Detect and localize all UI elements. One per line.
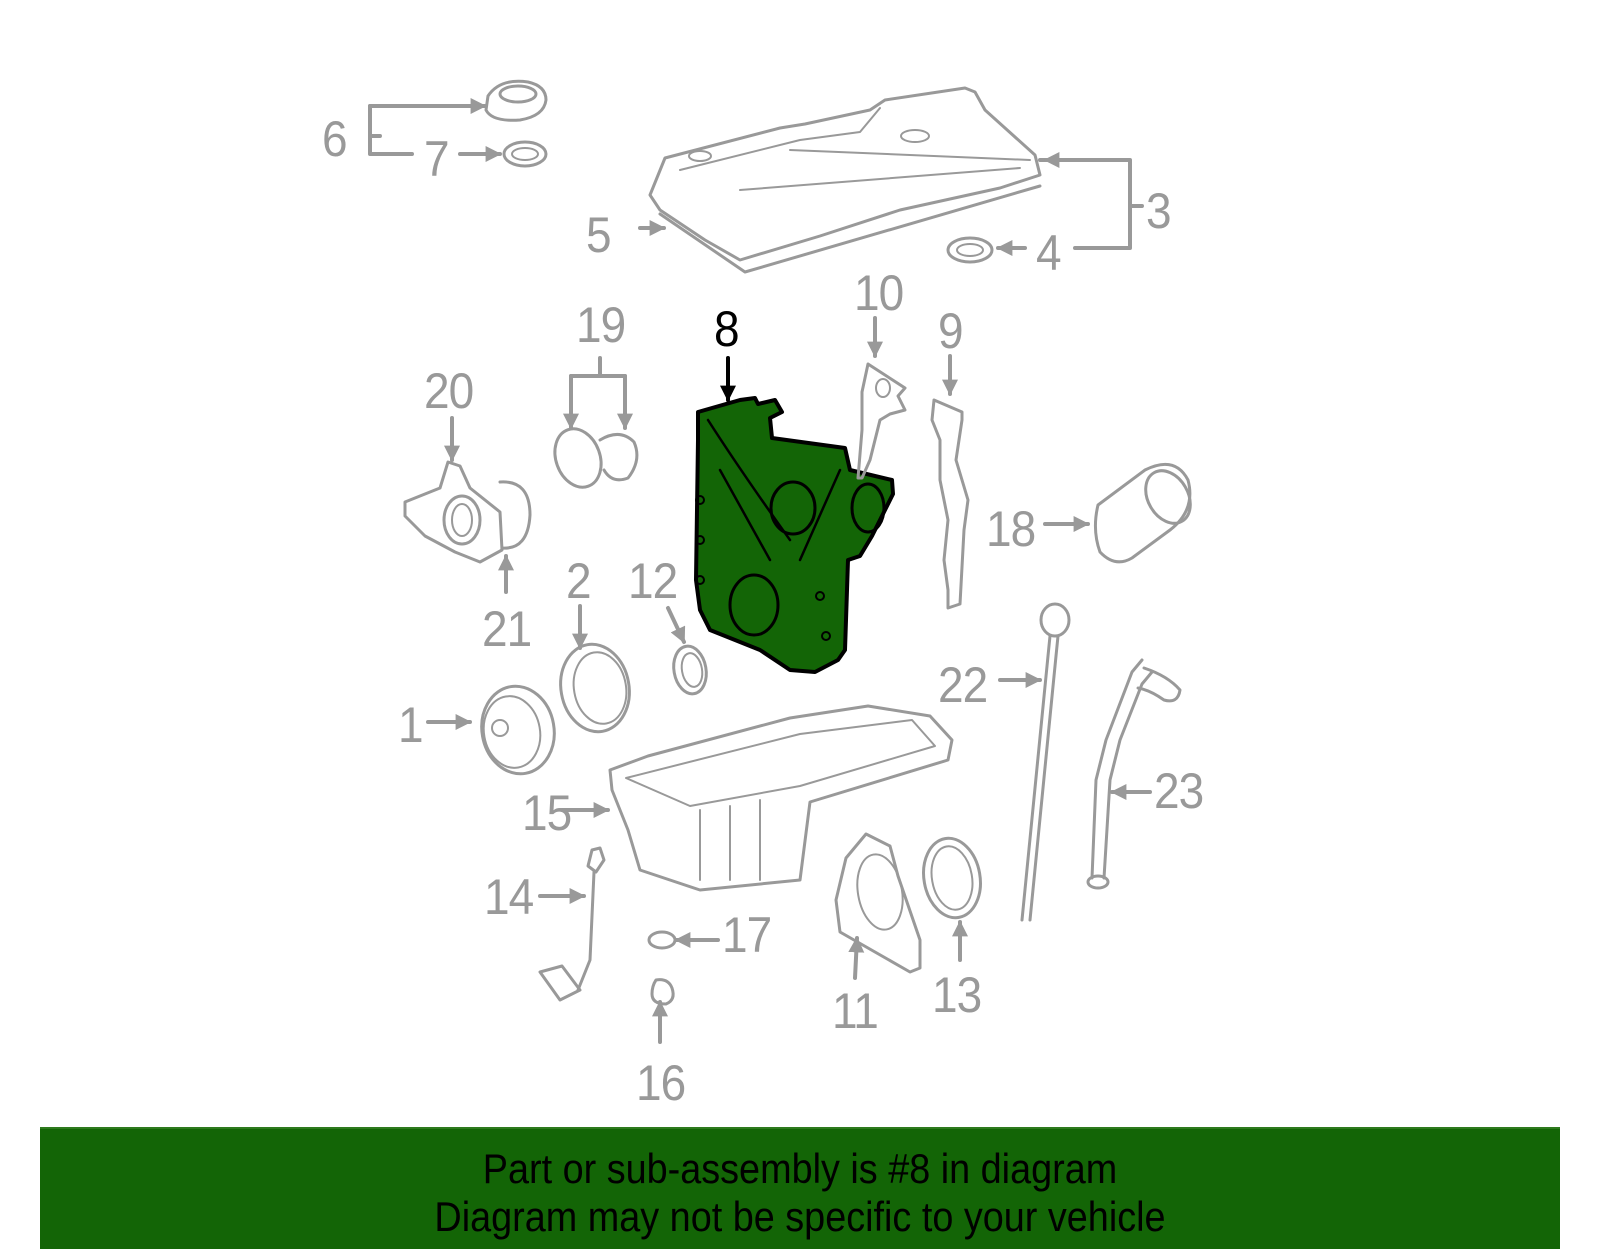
part-info-banner: Part or sub-assembly is #8 in diagram Di… [40,1127,1560,1249]
callout-label-9: 9 [938,303,964,359]
oil-pump-oring-part-21[interactable] [498,480,532,594]
callout-label-3: 3 [1146,183,1172,239]
dipstick-tube-part-23[interactable] [1086,658,1182,890]
timing-gasket-part-9[interactable] [930,354,970,610]
oil-pump-part-20[interactable] [403,416,504,564]
oil-level-sensor-part-14[interactable] [538,846,606,1002]
banner-part-text: Part or sub-assembly is #8 in diagram [482,1145,1118,1192]
callout-label-15: 15 [522,785,572,841]
callout-label-12: 12 [628,553,678,609]
front-oil-seal-part-12[interactable] [666,606,710,696]
timing-cover-gasket-part-10[interactable] [856,316,907,480]
callout-label-6: 6 [322,111,348,167]
callout-label-16: 16 [636,1055,686,1111]
oil-filter-part-18[interactable] [1043,462,1199,564]
seal-ring-part-4[interactable] [946,236,1027,264]
crank-pulley-part-2[interactable] [554,604,636,737]
callout-label-14: 14 [484,869,534,925]
callout-label-20: 20 [424,363,474,419]
rear-oil-seal-part-13[interactable] [917,834,986,962]
cap-gasket-part-7[interactable] [458,140,548,168]
callout-label-22: 22 [938,657,988,713]
valve-cover-part-3[interactable] [648,86,1144,262]
callout-label-7: 7 [424,131,450,187]
callout-label-18: 18 [986,501,1036,557]
callout-label-17: 17 [722,907,772,963]
oil-pan-part-15[interactable] [560,704,954,892]
valve-cover-gasket-part-5[interactable] [638,184,1042,274]
callout-label-2: 2 [566,553,592,609]
water-pump-part-19[interactable] [547,356,639,494]
callout-label-13: 13 [932,967,982,1023]
callout-label-23: 23 [1154,763,1204,819]
callout-label-1: 1 [398,697,424,753]
callout-label-4: 4 [1036,225,1062,281]
crankshaft-damper-part-1[interactable] [426,680,561,779]
timing-cover-part-8[interactable] [694,356,895,674]
oil-dipstick-part-22[interactable] [998,602,1071,922]
drain-plug-gasket-part-17[interactable] [647,930,720,950]
rear-seal-retainer-part-11[interactable] [834,832,922,980]
banner-disclaimer-text: Diagram may not be specific to your vehi… [434,1193,1166,1240]
oil-filler-cap-part-6[interactable] [368,79,548,156]
exploded-parts-diagram: 1 2 3 4 5 6 7 8 9 10 11 12 13 14 15 16 1… [322,79,1204,1111]
callout-label-11: 11 [832,983,879,1039]
callout-label-5: 5 [586,207,612,263]
callout-label-8-highlighted: 8 [714,301,740,357]
gasket-part-16[interactable] [650,978,675,1044]
callout-label-10: 10 [854,265,904,321]
callout-label-19: 19 [576,297,626,353]
callout-label-21: 21 [482,601,532,657]
